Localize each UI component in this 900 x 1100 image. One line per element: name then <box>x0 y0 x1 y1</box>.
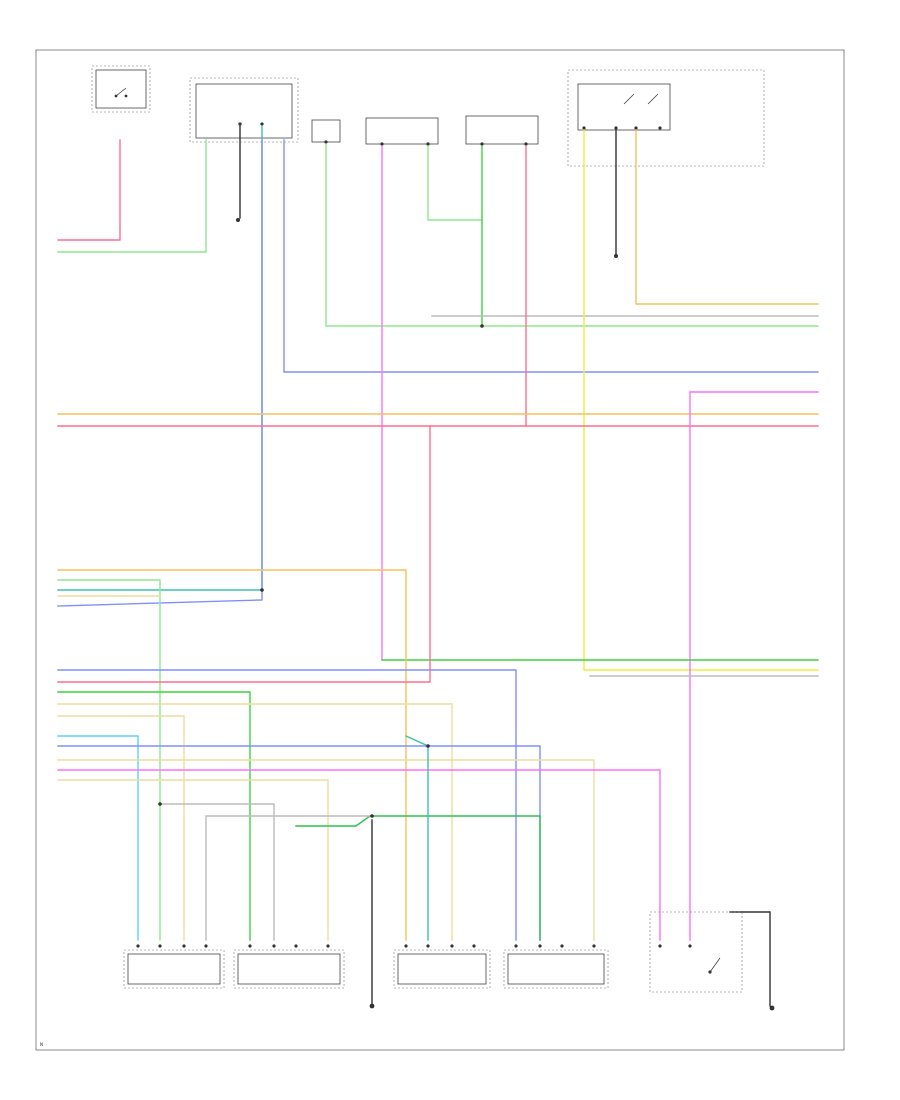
top-sensor-3 <box>465 115 539 146</box>
splice-points <box>158 324 484 818</box>
ground-symbol-4 <box>769 1005 775 1011</box>
bottom-sensor-3 <box>393 944 491 989</box>
top-left-switch <box>91 65 151 113</box>
wire-gray-splice <box>159 803 275 941</box>
wire-gray-splice-2 <box>205 815 373 941</box>
wire-tan-left-3 <box>57 759 595 941</box>
wire-gray-left-2 <box>57 669 517 941</box>
wire-tan-module <box>283 139 819 373</box>
bottom-sensor-4 <box>503 944 609 989</box>
top-right-relay-module <box>567 69 765 167</box>
wire-yellow-relay <box>583 129 819 671</box>
wire-black-right <box>729 911 771 1007</box>
wire-orange-relay <box>635 129 819 305</box>
wire-green-left-2 <box>57 691 251 941</box>
wire-blue-left-3 <box>57 745 541 941</box>
wire-teal-module <box>57 125 263 591</box>
wire-orange-left-1 <box>57 569 407 941</box>
top-module-connector <box>189 77 299 143</box>
wire-lightblue-left-3 <box>57 735 139 941</box>
wire-green-sensor-2 <box>427 145 483 221</box>
footer-code: N <box>40 1042 43 1047</box>
ground-symbol-3 <box>369 1003 375 1009</box>
wire-green-left-1 <box>57 579 161 941</box>
wire-red-top-left <box>57 139 121 241</box>
wire-darkgreen-splice <box>295 815 541 941</box>
bottom-sensor-1 <box>123 944 225 989</box>
wire-tan-left-3b <box>57 779 329 941</box>
ground-symbol-2 <box>614 254 618 258</box>
wire-red-left-2 <box>57 425 431 683</box>
wire-teal-middle <box>405 735 429 941</box>
wire-pink-right <box>689 391 819 941</box>
ground-symbol-1 <box>236 218 240 222</box>
diagram-frame <box>35 49 845 1051</box>
wire-green-top-left <box>57 139 207 253</box>
wire-blue-module <box>57 139 263 607</box>
wire-tan-left-2a <box>57 703 453 941</box>
wire-green-sensor-1 <box>325 143 819 327</box>
wire-tan-left-2b <box>57 715 185 941</box>
bottom-sensor-2 <box>233 944 345 989</box>
bottom-right-switch <box>649 911 743 993</box>
top-sensor-2 <box>365 117 439 146</box>
wire-pink-left-3 <box>57 769 661 941</box>
top-sensor-1 <box>311 119 341 144</box>
